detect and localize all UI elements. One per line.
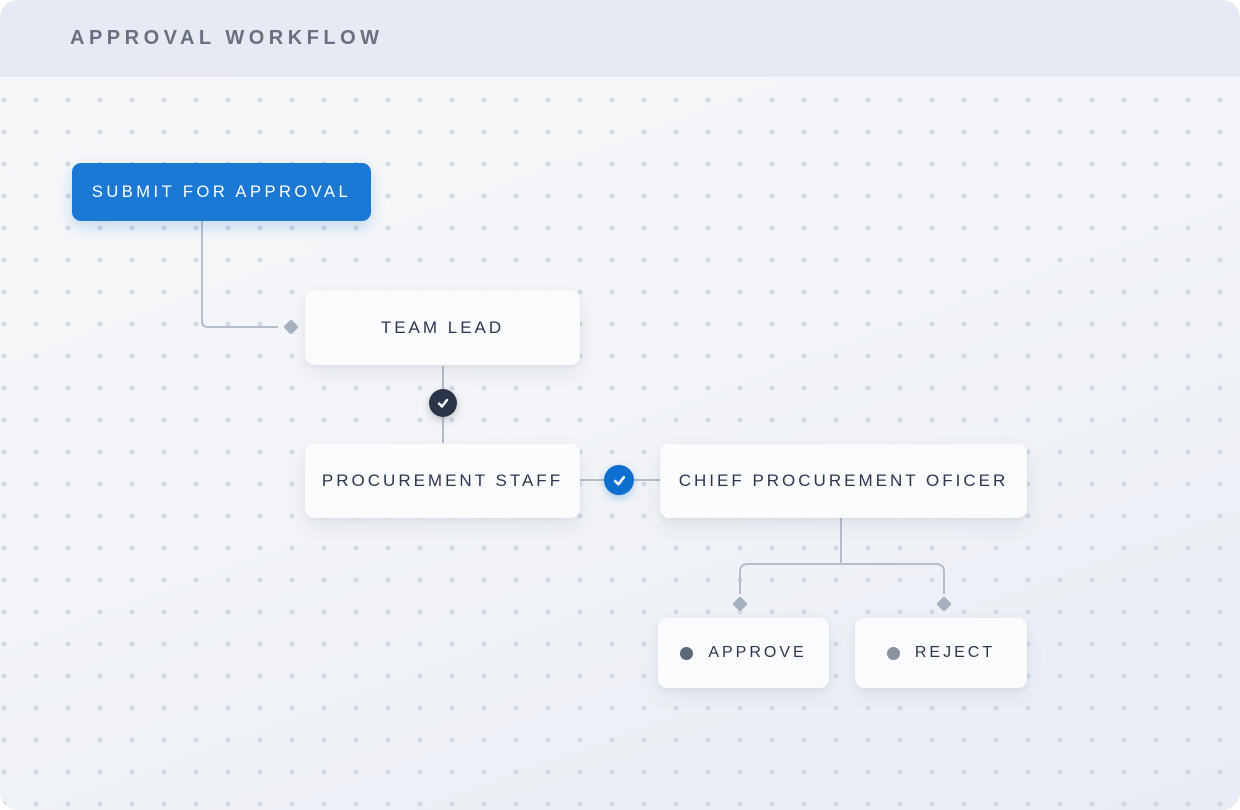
node-chief-procurement-officer[interactable]: CHIEF PROCUREMENT OFICER xyxy=(660,444,1027,518)
connector-layer xyxy=(201,221,951,611)
check-icon xyxy=(604,465,634,495)
page-title: APPROVAL WORKFLOW xyxy=(70,27,384,49)
dot-icon xyxy=(680,646,694,660)
diamond-arrow-icon xyxy=(284,320,298,334)
dot-icon xyxy=(886,646,900,660)
reject-label: REJECT xyxy=(914,644,996,661)
check-icon xyxy=(429,389,457,417)
node-label: TEAM LEAD xyxy=(380,317,505,337)
approve-button[interactable]: APPROVE xyxy=(658,618,829,688)
connector-submit-to-teamlead xyxy=(201,221,278,328)
node-label: PROCUREMENT STAFF xyxy=(321,471,564,490)
connector-branch-reject xyxy=(841,563,945,594)
diamond-arrow-icon xyxy=(733,597,747,611)
node-procurement-staff[interactable]: PROCUREMENT STAFF xyxy=(305,444,580,518)
diamond-arrow-icon xyxy=(937,597,951,611)
node-label: CHIEF PROCUREMENT OFICER xyxy=(678,471,1009,490)
node-team-lead[interactable]: TEAM LEAD xyxy=(305,290,580,365)
panel-header: APPROVAL WORKFLOW xyxy=(0,0,1240,77)
connector-branch-approve xyxy=(739,563,841,594)
submit-for-approval-button[interactable]: SUBMIT FOR APPROVAL xyxy=(72,163,371,221)
workflow-canvas: SUBMIT FOR APPROVAL TEAM LEAD PROCUREMEN… xyxy=(0,77,1240,810)
approve-label: APPROVE xyxy=(708,644,807,661)
reject-button[interactable]: REJECT xyxy=(855,618,1027,688)
